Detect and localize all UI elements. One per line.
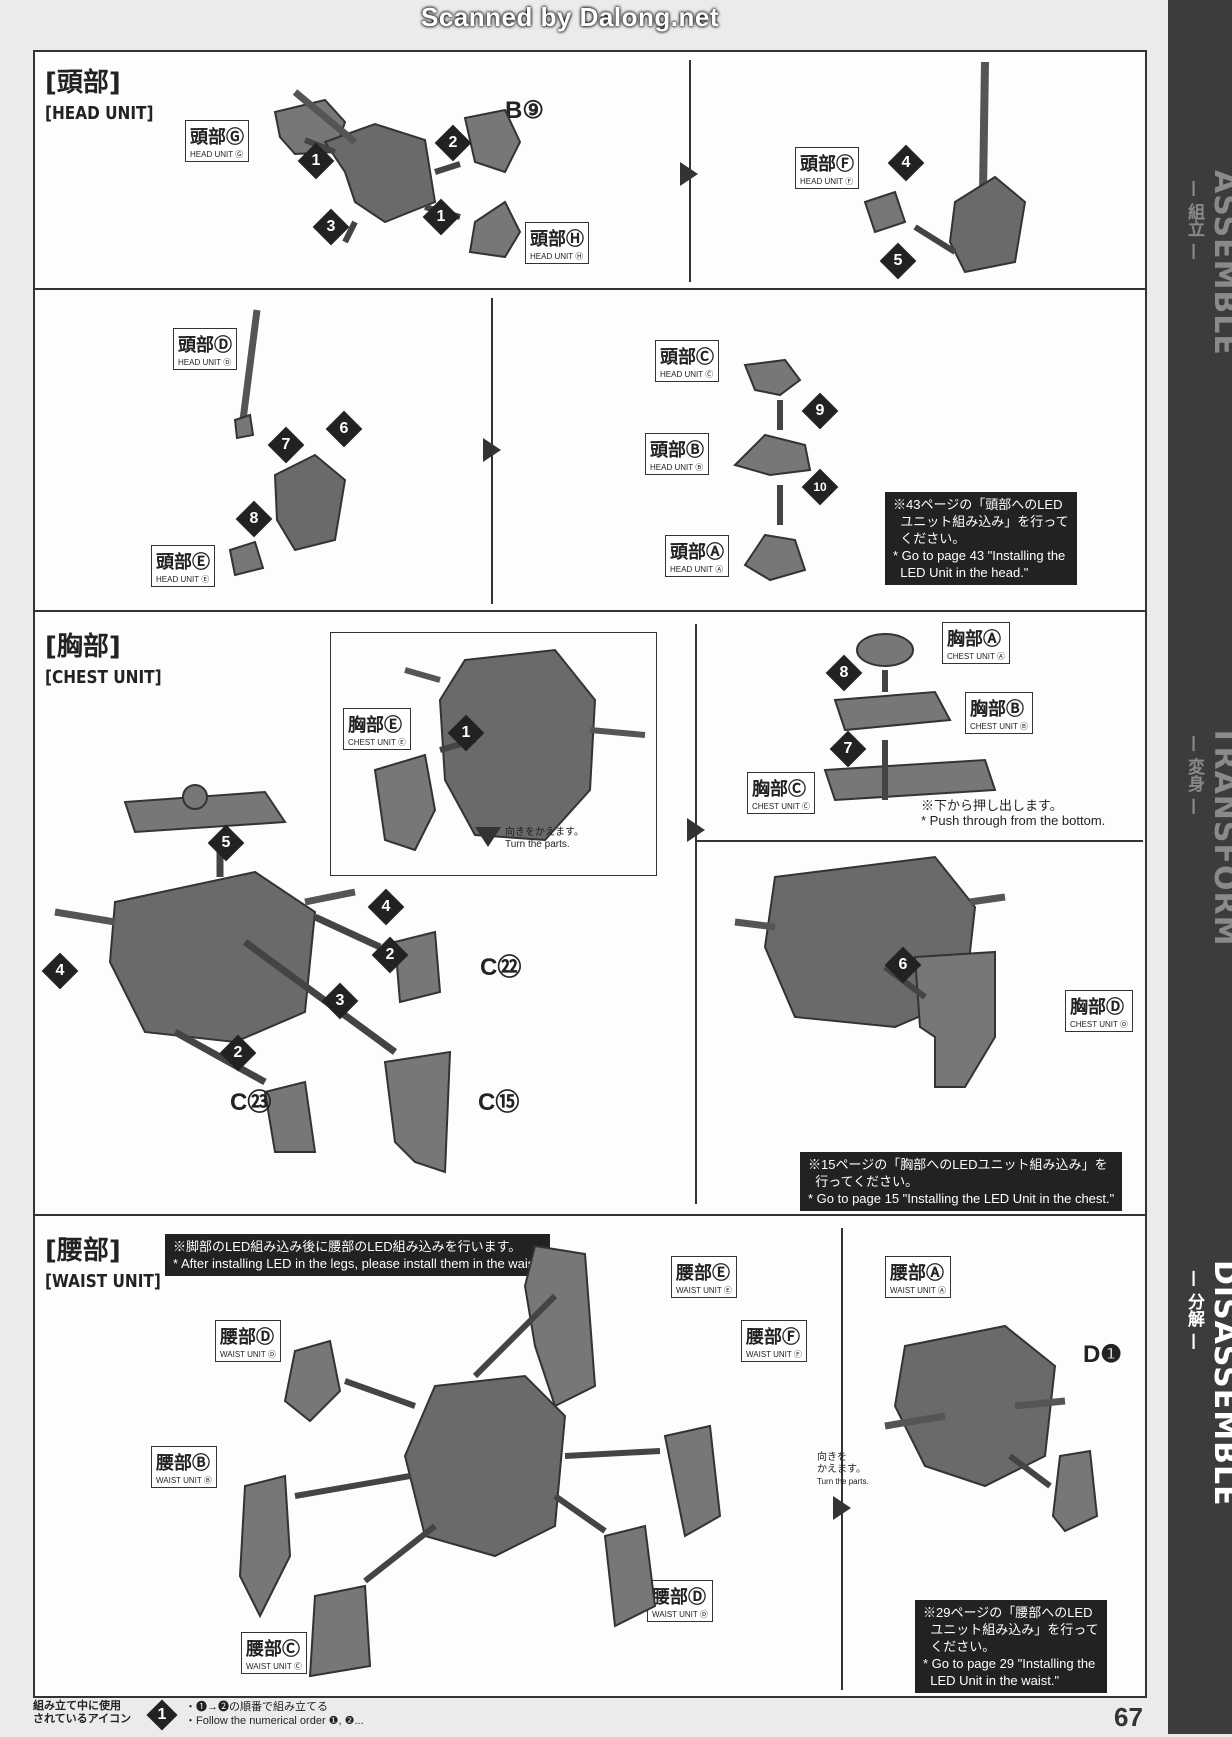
chest-title-jp: [胸部]	[45, 632, 121, 662]
flow-arrow	[483, 438, 501, 462]
head-subassembly-drawing	[228, 309, 347, 577]
divider	[697, 840, 1143, 842]
footer-icon-label: 組み立て中に使用されているアイコン	[33, 1700, 132, 1725]
step-4-badge: 4	[367, 888, 405, 926]
waist-section: [腰部] [WAIST UNIT] ※脚部のLED組み込み後に腰部のLED組み込…	[35, 1216, 1145, 1698]
part-code-b9: B⑨	[505, 97, 544, 124]
section-sidebar: ASSEMBLE— 組立 — TRANSFORM— 変身 — DISASSEMB…	[1168, 0, 1232, 1734]
step-3-badge: 3	[312, 208, 350, 246]
sidebar-assemble-label: ASSEMBLE— 組立 —	[1184, 170, 1232, 356]
part-code-c22: C㉒	[480, 954, 522, 981]
step-2-badge: 2	[371, 936, 409, 974]
step-1-badge: 1	[297, 142, 335, 180]
footer-description: ・❶→❷の順番で組み立てる・Follow the numerical order…	[185, 1701, 364, 1727]
chest-led-drawing	[823, 633, 997, 802]
step-7-badge: 7	[267, 426, 305, 464]
step-8-badge: 8	[235, 500, 273, 538]
chest-title-en: [CHEST UNIT]	[45, 667, 162, 688]
step-1-badge: 1	[447, 714, 485, 752]
push-note: ※下から押し出します。* Push through from the botto…	[921, 798, 1106, 828]
watermark: Scanned by Dalong.net	[421, 2, 719, 32]
step-9-badge: 9	[801, 392, 839, 430]
step-4-badge: 4	[887, 144, 925, 182]
divider	[841, 1228, 843, 1690]
waist-title-jp: [腰部]	[45, 1236, 121, 1266]
part-code-c15: C⑮	[478, 1089, 520, 1116]
step-7-badge: 7	[829, 730, 867, 768]
chest-exploded-drawing	[54, 784, 452, 1174]
chest-inset-drawing	[373, 648, 646, 852]
head-led-note: ※43ページの「頭部へのLED ユニット組み込み」を行って ください。* Go …	[885, 492, 1077, 585]
head-title: [頭部] [HEAD UNIT]	[45, 62, 173, 124]
step-8-badge: 8	[825, 654, 863, 692]
step-6-badge: 6	[884, 946, 922, 984]
head-title-jp: [頭部]	[45, 68, 121, 98]
step-6-badge: 6	[325, 410, 363, 448]
part-code-c23: C㉓	[230, 1089, 272, 1116]
waist-assembly-drawing	[884, 1324, 1099, 1533]
step-3-badge: 3	[321, 982, 359, 1020]
page-number: 67	[1114, 1702, 1143, 1732]
flow-arrow	[687, 818, 705, 842]
step-1-badge: 1	[422, 198, 460, 236]
step-5-badge: 5	[879, 242, 917, 280]
chest-assembly-drawing	[734, 855, 1006, 1088]
turn-note: 向きをかえます。Turn the parts.	[505, 827, 584, 850]
step-10-badge: 10	[801, 468, 839, 506]
head-led-drawing	[733, 358, 812, 582]
waist-title: [腰部] [WAIST UNIT]	[45, 1230, 181, 1292]
head-parts-drawing	[273, 89, 522, 259]
waist-led-note: ※29ページの「腰部へのLED ユニット組み込み」を行って ください。* Go …	[915, 1600, 1107, 1693]
waist-title-en: [WAIST UNIT]	[45, 1271, 161, 1292]
step-2-badge: 2	[434, 124, 472, 162]
flow-arrow	[680, 162, 698, 186]
step-5-badge: 5	[207, 824, 245, 862]
head-title-en: [HEAD UNIT]	[45, 103, 154, 124]
step-4-badge: 4	[41, 952, 79, 990]
chest-title: [胸部] [CHEST UNIT]	[45, 626, 182, 688]
sidebar-disassemble-label: DISASSEMBLE— 分解 —	[1184, 1260, 1232, 1507]
footer-step-icon: 1	[146, 1699, 178, 1731]
divider	[695, 624, 697, 1204]
waist-top-note: ※脚部のLED組み込み後に腰部のLED組み込みを行います。* After ins…	[165, 1234, 550, 1276]
turn-note: 向きを かえます。Turn the parts.	[817, 1452, 869, 1486]
chest-led-note: ※15ページの「胸部へのLEDユニット組み込み」を 行ってください。* Go t…	[800, 1152, 1123, 1211]
sidebar-transform-label: TRANSFORM— 変身 —	[1184, 725, 1232, 947]
head-assembly-drawing	[863, 61, 1027, 274]
step-2-badge: 2	[219, 1034, 257, 1072]
footer-legend: 組み立て中に使用されているアイコン 1 ・❶→❷の順番で組み立てる・Follow…	[33, 1699, 1147, 1734]
waist-exploded-drawing	[238, 1244, 722, 1678]
flow-arrow	[833, 1496, 851, 1520]
part-code-d1: D❶	[1083, 1341, 1122, 1368]
turn-arrow-icon	[475, 827, 501, 847]
chest-inset-box	[330, 632, 657, 876]
